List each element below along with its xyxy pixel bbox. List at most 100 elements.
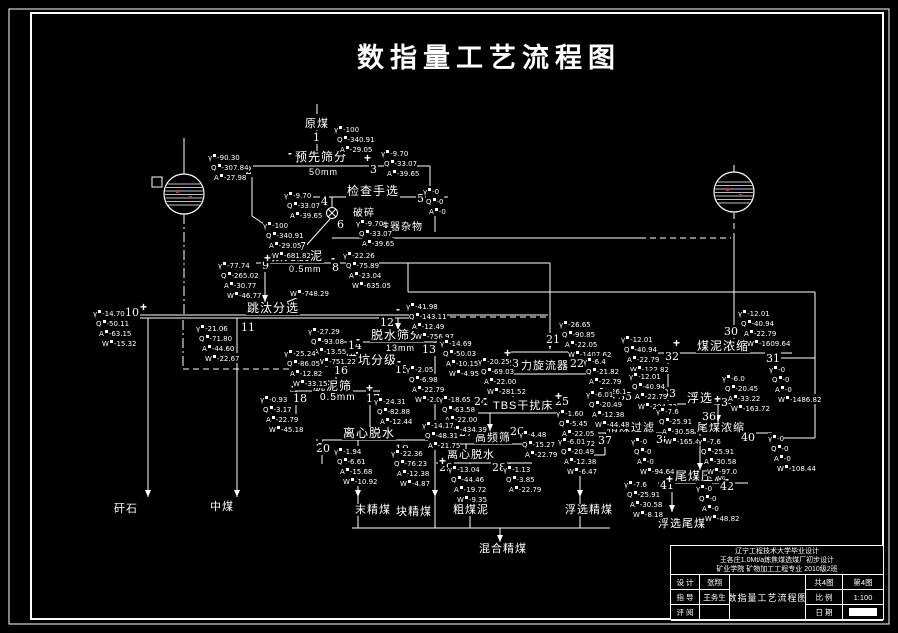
leader-square-icon — [453, 465, 457, 469]
leader-square-icon — [432, 197, 436, 201]
leader-square-icon — [635, 500, 639, 504]
leader-square-icon — [779, 454, 783, 458]
data-row: A-30.58 — [704, 456, 737, 466]
data-row: γ-2.05 — [406, 364, 434, 374]
label-hand-selection: 检查手选 — [346, 184, 401, 199]
date-label: 日 期 — [806, 605, 843, 621]
data-row: Q-71.80 — [199, 333, 233, 343]
leader-square-icon — [591, 390, 595, 394]
data-row: A-23.04 — [349, 270, 382, 280]
data-row: A-63.15 — [99, 328, 132, 338]
data-row: γ-1.60 — [556, 408, 584, 418]
data-row: Q-40.94 — [632, 381, 666, 391]
leader-square-icon — [102, 319, 106, 323]
leader-square-icon — [774, 365, 778, 369]
data-row: γ-14.69 — [440, 338, 472, 348]
data-row: A-12.49 — [412, 321, 445, 331]
leader-square-icon — [564, 320, 568, 324]
data-row: A-12.82 — [290, 368, 323, 378]
flow-node-3: 3 — [369, 163, 378, 176]
data-row: W-748.29 — [290, 288, 329, 298]
data-row: γ-13.04 — [448, 464, 480, 474]
page-title: 数指量工艺流程图 — [357, 43, 621, 74]
data-row: γ-1.94 — [334, 446, 362, 456]
label-dewatering-screening: 脱水筛分 — [370, 328, 425, 343]
label-flotation-tailings: 浮选尾煤 — [657, 518, 707, 531]
flow-node-31: 31 — [765, 352, 781, 365]
data-row: A-0 — [429, 206, 446, 216]
data-row: A-12.38 — [564, 456, 597, 466]
data-row: A-12.38 — [592, 409, 625, 419]
leader-square-icon — [359, 281, 363, 285]
leader-square-icon — [602, 420, 606, 424]
leader-square-icon — [780, 385, 784, 389]
leader-square-icon — [705, 494, 709, 498]
data-row: W-10.92 — [343, 476, 378, 486]
leader-square-icon — [431, 431, 435, 435]
leader-square-icon — [592, 367, 596, 371]
leader-square-icon — [508, 465, 512, 469]
data-row: W-22.67 — [205, 353, 240, 363]
plus-sign: + — [264, 251, 272, 265]
flow-node-4: 4 — [320, 195, 329, 208]
data-row: W-4.87 — [400, 478, 431, 488]
data-row: Q-20.45 — [725, 383, 759, 393]
crusher-icon — [326, 207, 338, 219]
data-row: A-22.79 — [589, 376, 622, 386]
label-jigging: 跳汰分选 — [246, 301, 301, 316]
leader-square-icon — [348, 251, 352, 255]
leader-square-icon — [345, 467, 349, 471]
flow-node-5: 5 — [416, 192, 425, 205]
label-size-05mm-a: 0.5mm — [288, 264, 323, 275]
leader-square-icon — [749, 329, 753, 333]
leader-square-icon — [415, 375, 419, 379]
leader-square-icon — [272, 231, 276, 235]
leader-square-icon — [343, 135, 347, 139]
data-row: W-2.02 — [415, 394, 446, 404]
leader-square-icon — [339, 125, 343, 129]
flow-node-18: 18 — [292, 392, 308, 405]
data-row: A-22.79 — [525, 449, 558, 459]
data-row: W-756.97 — [415, 331, 454, 341]
leader-square-icon — [445, 339, 449, 343]
data-row: W-15.32 — [102, 338, 137, 348]
data-row: Q-6.61 — [337, 456, 366, 466]
leader-square-icon — [712, 514, 716, 518]
data-row: γ-21.06 — [196, 323, 228, 333]
data-row: W-122.82 — [630, 364, 669, 374]
leader-square-icon — [563, 437, 567, 441]
leader-square-icon — [390, 159, 394, 163]
leader-square-icon — [785, 395, 789, 399]
data-row: γ-0.93 — [260, 394, 288, 404]
arrowhead — [432, 490, 438, 497]
data-row: A-30.77 — [224, 280, 257, 290]
leader-square-icon — [565, 419, 569, 423]
leader-square-icon — [411, 302, 415, 306]
flow-node-22: 22 — [569, 357, 585, 370]
data-row: Q-40.94 — [741, 318, 775, 328]
data-row: W-45.18 — [269, 424, 304, 434]
leader-square-icon — [703, 437, 707, 441]
leader-square-icon — [217, 163, 221, 167]
leader-square-icon — [229, 281, 233, 285]
leader-square-icon — [483, 357, 487, 361]
arrowhead — [669, 505, 675, 512]
data-row: W-751.22 — [317, 356, 356, 366]
leader-square-icon — [428, 187, 432, 191]
leader-square-icon — [449, 349, 453, 353]
leader-square-icon — [464, 495, 468, 499]
data-row: Q-3.85 — [506, 474, 535, 484]
leader-square-icon — [451, 359, 455, 363]
leader-square-icon — [743, 309, 747, 313]
data-row: γ-6.0 — [722, 373, 745, 383]
leader-square-icon — [213, 153, 217, 157]
